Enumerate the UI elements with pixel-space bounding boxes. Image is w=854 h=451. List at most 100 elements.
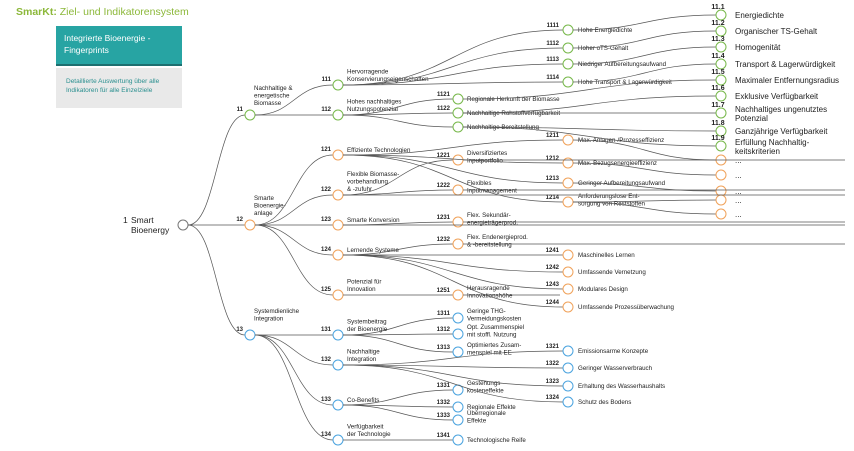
l4-node-1243[interactable]: [562, 283, 574, 295]
l2-code-124: 124: [321, 247, 332, 253]
l1-node-12[interactable]: [244, 219, 256, 231]
l5-label-0-line-1: Energiedichte: [735, 11, 784, 20]
l4-node-1212[interactable]: [562, 157, 574, 169]
l1-code-12: 12: [236, 217, 243, 223]
l3-node-8[interactable]: [452, 312, 464, 324]
l5-label-5: Exklusive Verfügbarkeit: [735, 92, 819, 101]
edge-111-l4-3: [342, 81, 564, 86]
l5-node-12[interactable]: [715, 194, 727, 206]
l5-code-6: 11.7: [711, 102, 724, 109]
l3-code-3: 1221: [437, 153, 451, 159]
l2-node-112[interactable]: [332, 109, 344, 121]
l5-node-2[interactable]: [715, 41, 727, 53]
l2-node-133[interactable]: [332, 399, 344, 411]
l3-label-0: Regionale Herkunft der Biomasse: [467, 96, 560, 103]
l2-node-123[interactable]: [332, 219, 344, 231]
l4-node-1114[interactable]: [562, 76, 574, 88]
l4-label-1241: Maschinelles Lernen: [578, 252, 635, 259]
l4-node-1323[interactable]: [562, 380, 574, 392]
l4-label-1213: Geringer Aufbereitungsaufwand: [578, 180, 666, 187]
l3-node-9[interactable]: [452, 328, 464, 340]
l4-node-1112[interactable]: [562, 42, 574, 54]
l2-node-131[interactable]: [332, 329, 344, 341]
l2-label-122-line-3: & -zufuhr: [347, 186, 372, 193]
l3-label-12: Regionale Effekte: [467, 404, 516, 411]
l4-node-1322[interactable]: [562, 362, 574, 374]
l4-label-1321-line-1: Emissionsarme Konzepte: [578, 348, 649, 355]
l2-label-132-line-1: Nachhaltige: [347, 349, 380, 356]
l3-node-1[interactable]: [452, 107, 464, 119]
l4-node-1321[interactable]: [562, 345, 574, 357]
l2-node-111[interactable]: [332, 79, 344, 91]
l5-node-10[interactable]: [715, 169, 727, 181]
l2-label-125-line-2: Innovation: [347, 286, 376, 293]
l3-label-10-line-1: Optimiertes Zusam-: [467, 342, 521, 349]
l3-node-3[interactable]: [452, 154, 464, 166]
l2-label-112-line-1: Hohes nachhaltiges: [347, 99, 401, 106]
l5-node-6[interactable]: [715, 107, 727, 119]
l4-node-1214[interactable]: [562, 196, 574, 208]
l3-code-12: 1332: [437, 400, 451, 406]
edge-l2-l4-12: [342, 350, 564, 366]
l4-node-1113[interactable]: [562, 58, 574, 70]
edge-l1-l2-132: [254, 334, 334, 366]
l3-label-11: Gestehungs-kosteneffekte: [467, 380, 504, 395]
l4-node-1324[interactable]: [562, 396, 574, 408]
l4-label-1322: Geringer Wasserverbrauch: [578, 365, 653, 372]
l5-label-7: Ganzjährige Verfügbarkeit: [735, 127, 828, 136]
l5-node-7[interactable]: [715, 125, 727, 137]
edge-l5-12: [572, 199, 717, 203]
l5-node-1[interactable]: [715, 25, 727, 37]
l4-label-1214: Anforderungslose Ent-sorgung von Reststo…: [578, 193, 646, 208]
l4-node-1244[interactable]: [562, 301, 574, 313]
l3-node-2[interactable]: [452, 121, 464, 133]
l4-label-1214-line-1: Anforderungslose Ent-: [578, 193, 640, 200]
l4-label-1243: Modulares Design: [578, 286, 628, 293]
l5-node-5[interactable]: [715, 90, 727, 102]
l2-node-134[interactable]: [332, 434, 344, 446]
l3-node-4[interactable]: [452, 184, 464, 196]
l5-label-1-line-1: Organischer TS-Gehalt: [735, 27, 818, 36]
l3-node-5[interactable]: [452, 216, 464, 228]
l2-code-122: 122: [321, 187, 332, 193]
l5-node-8[interactable]: [715, 140, 727, 152]
l4-node-1213[interactable]: [562, 177, 574, 189]
l2-node-125[interactable]: [332, 289, 344, 301]
l4-label-1244-line-1: Umfassende Prozessüberwachung: [578, 304, 675, 311]
l4-node-1242[interactable]: [562, 266, 574, 278]
l2-node-122[interactable]: [332, 189, 344, 201]
l3-node-13[interactable]: [452, 414, 464, 426]
l1-label-12-line-3: anlage: [254, 210, 273, 217]
l4-node-1211[interactable]: [562, 134, 574, 146]
l1-node-13[interactable]: [244, 329, 256, 341]
l3-node-0[interactable]: [452, 93, 464, 105]
l5-node-13[interactable]: [715, 208, 727, 220]
l4-code-1214: 1214: [546, 195, 560, 201]
l3-node-12[interactable]: [452, 401, 464, 413]
l4-node-1241[interactable]: [562, 249, 574, 261]
l4-node-1111[interactable]: [562, 24, 574, 36]
l2-node-132[interactable]: [332, 359, 344, 371]
l2-node-121[interactable]: [332, 149, 344, 161]
edge-l1-l2-124: [254, 224, 334, 256]
edge-l2-l3-6: [342, 243, 454, 256]
l5-node-3[interactable]: [715, 58, 727, 70]
l3-node-7[interactable]: [452, 289, 464, 301]
l2-code-134: 134: [321, 432, 332, 438]
l3-label-0-line-1: Regionale Herkunft der Biomasse: [467, 96, 560, 103]
edge-l2-l3-3: [342, 159, 454, 196]
l5-node-4[interactable]: [715, 74, 727, 86]
l4-code-1243: 1243: [546, 282, 560, 288]
fingerprints-box[interactable]: Integrierte Bioenergie - Fingerprints: [56, 26, 182, 64]
edge-l5-7: [462, 126, 717, 132]
l5-node-0[interactable]: [715, 9, 727, 21]
l2-node-124[interactable]: [332, 249, 344, 261]
l1-node-11[interactable]: [244, 109, 256, 121]
root-node[interactable]: [177, 219, 189, 231]
edge-root-l1-2: [187, 224, 246, 336]
l3-node-14[interactable]: [452, 434, 464, 446]
l3-label-12-line-1: Regionale Effekte: [467, 404, 516, 411]
l3-node-6[interactable]: [452, 238, 464, 250]
l2-code-112: 112: [321, 107, 331, 113]
l3-node-10[interactable]: [452, 346, 464, 358]
